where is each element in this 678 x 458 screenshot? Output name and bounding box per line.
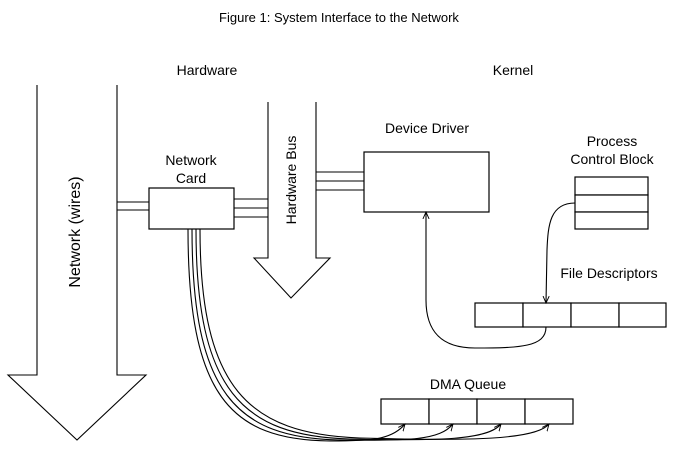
device-driver-label: Device Driver (385, 120, 469, 136)
pcb-label-line2: Control Block (570, 151, 654, 167)
pcb-slot (574, 194, 649, 213)
fd-slot (570, 302, 620, 328)
pcb-table (574, 176, 649, 230)
hardware-bus-label: Hardware Bus (283, 136, 299, 225)
dma-link (195, 228, 501, 441)
fd-slot (474, 302, 524, 328)
dma-queue-label: DMA Queue (430, 376, 506, 392)
hardware-bus-arrow (252, 102, 332, 299)
pcb-to-fd-pointer (546, 202, 576, 303)
dma-slot (524, 398, 574, 425)
dma-queue-table (380, 398, 574, 425)
dma-slot (380, 398, 430, 425)
fd-slot (522, 302, 572, 328)
kernel-heading: Kernel (493, 62, 533, 78)
network-card-label-line2: Card (176, 170, 206, 186)
figure-title: Figure 1: System Interface to the Networ… (219, 10, 459, 25)
network-wires-label: Network (wires) (67, 176, 84, 287)
dma-slot (476, 398, 526, 425)
dma-link (191, 228, 453, 441)
network-card-box (148, 187, 235, 230)
network-card-label-line1: Network (165, 152, 217, 168)
pcb-label-line1: Process (587, 133, 638, 149)
pcb-slot (574, 176, 649, 196)
file-descriptors-table (474, 302, 667, 328)
fd-to-driver-pointer (426, 212, 547, 349)
dma-slot (428, 398, 478, 425)
file-descriptors-label: File Descriptors (560, 265, 657, 281)
dma-link (187, 228, 405, 442)
card-to-dma-links (187, 228, 549, 442)
dma-link (199, 228, 549, 440)
fd-slot (618, 302, 667, 328)
device-driver-box (363, 151, 490, 213)
pcb-slot (574, 211, 649, 230)
hardware-heading: Hardware (177, 62, 238, 78)
network-wires-arrow (6, 85, 148, 441)
